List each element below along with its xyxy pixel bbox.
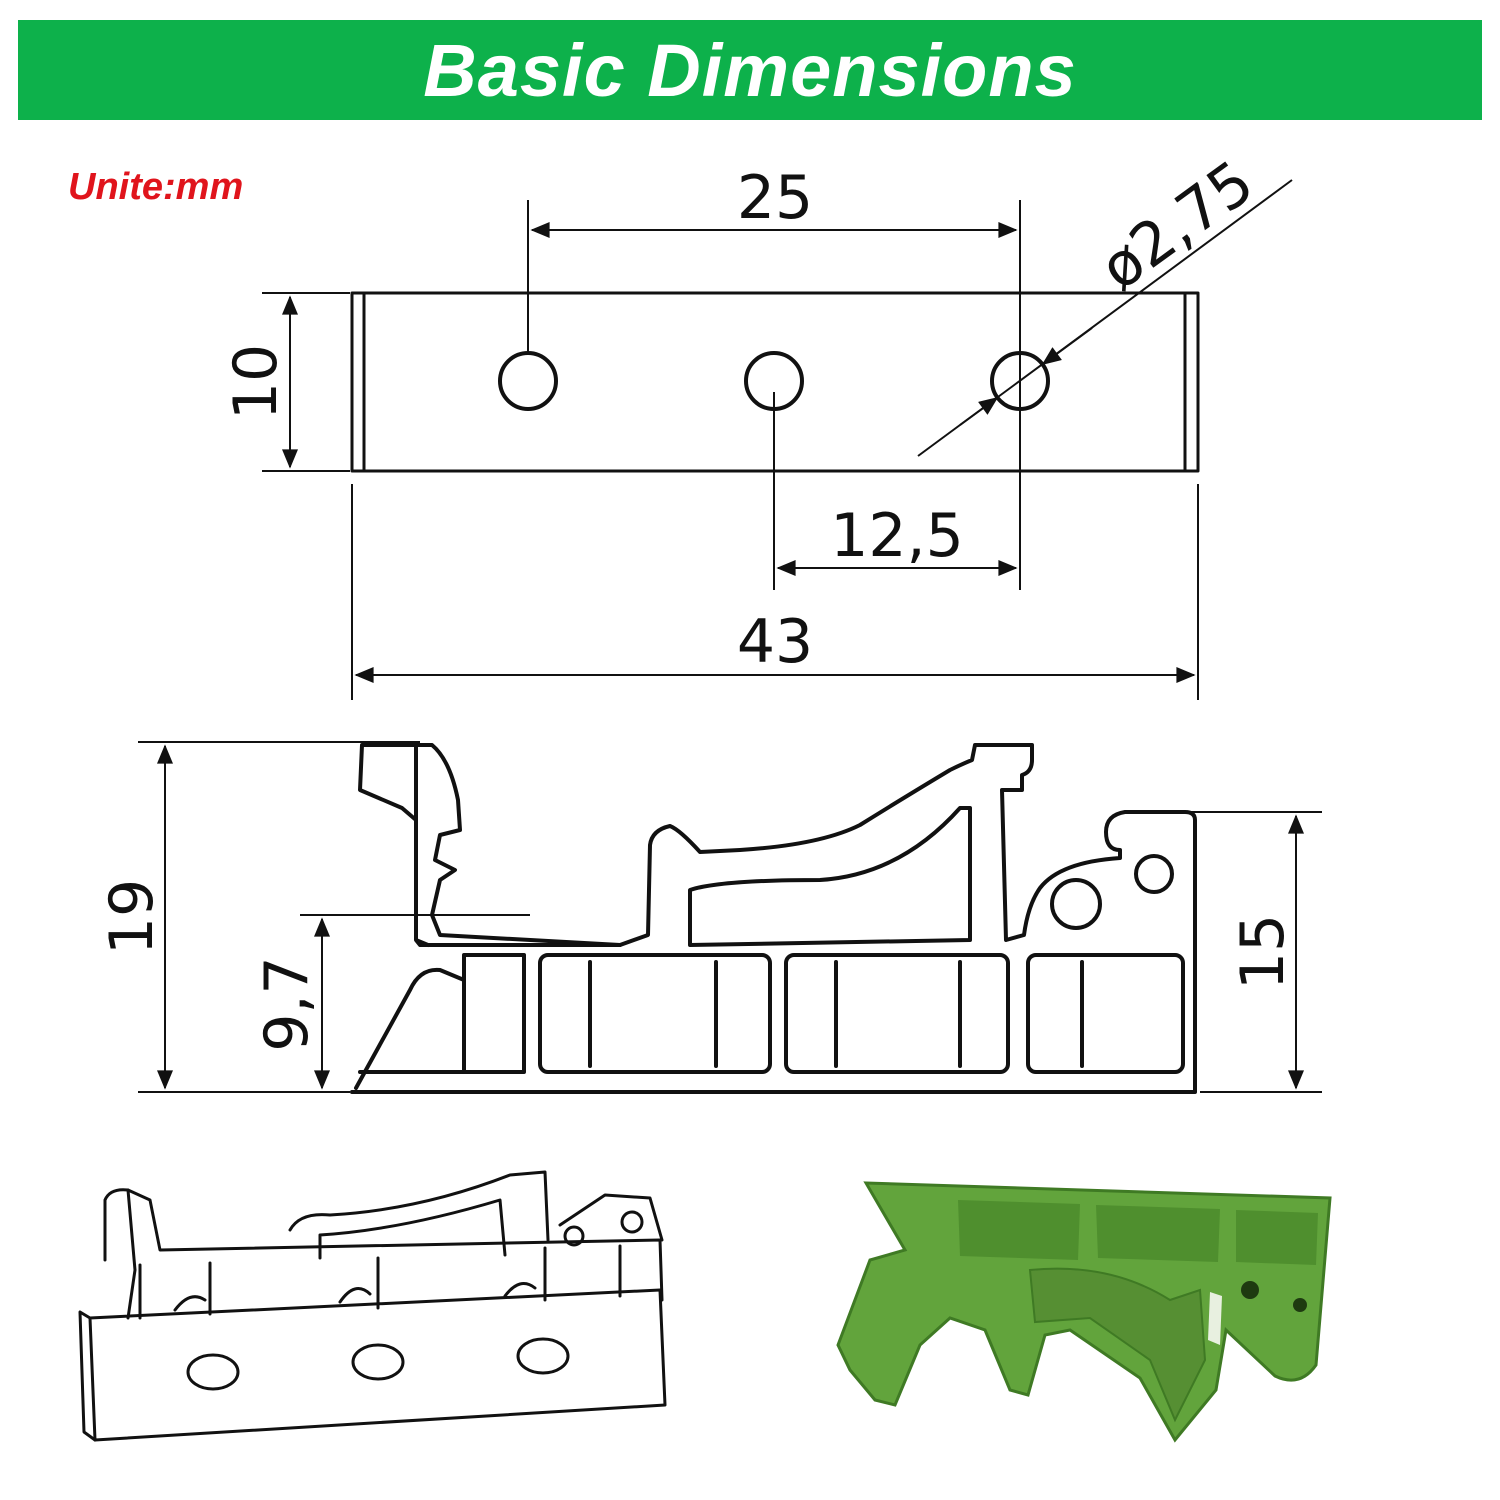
dimension-25: 25	[527, 163, 1021, 590]
dimension-12-5: 12,5	[773, 392, 1018, 590]
side-profile	[350, 743, 1197, 1094]
dimension-43: 43	[351, 484, 1199, 700]
dimension-label-43: 43	[737, 607, 813, 677]
page-title: Basic Dimensions	[423, 28, 1077, 112]
isometric-line-drawing	[78, 1170, 667, 1442]
dimension-19: 19	[97, 741, 420, 1093]
dimension-label-10: 10	[221, 344, 291, 420]
dimension-label-19: 19	[97, 879, 167, 955]
dimension-label-15: 15	[1228, 914, 1298, 990]
profile-outline	[350, 743, 1197, 1094]
title-banner: Basic Dimensions	[18, 20, 1482, 120]
dimension-label-25: 25	[737, 163, 813, 233]
dimension-label-9-7: 9,7	[252, 956, 322, 1051]
dimension-10: 10	[221, 292, 350, 472]
profile-hole-small	[1134, 854, 1174, 894]
profile-hole-large	[1050, 878, 1102, 930]
unit-label: Unite:mm	[68, 166, 244, 208]
dimension-label-12-5: 12,5	[830, 501, 964, 571]
dimension-label-diameter: ø2,75	[1088, 147, 1267, 304]
green-part-illustration	[836, 1181, 1332, 1443]
mounting-hole-left	[498, 351, 558, 411]
dimension-9-7: 9,7	[252, 914, 530, 1090]
dimension-diameter: ø2,75	[917, 147, 1293, 457]
dimension-15: 15	[1190, 811, 1322, 1093]
